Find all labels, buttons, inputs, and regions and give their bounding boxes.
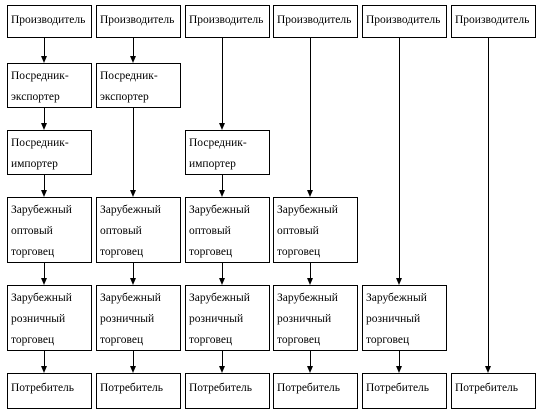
foreign-wholesaler-box: Зарубежный оптовый торговец (185, 197, 270, 263)
arrow-head-icon (41, 123, 47, 130)
flow-arrow-line (310, 263, 311, 278)
consumer-box: Потребитель (273, 373, 358, 409)
arrow-head-icon (307, 366, 313, 373)
flow-arrow-line (222, 263, 223, 278)
foreign-retailer-box: Зарубежный розничный торговец (185, 285, 270, 351)
producer-box: Производитель (96, 5, 181, 38)
intermediary-importer-box: Посредник- импортер (185, 130, 270, 175)
flow-arrow-line (488, 38, 489, 366)
flow-arrow-line (133, 108, 134, 190)
flow-arrow-line (133, 351, 134, 366)
foreign-retailer-box: Зарубежный розничный торговец (96, 285, 181, 351)
arrow-head-icon (130, 190, 136, 197)
consumer-box: Потребитель (96, 373, 181, 409)
flow-arrow-line (222, 38, 223, 123)
flow-arrow-line (222, 175, 223, 190)
arrow-head-icon (130, 366, 136, 373)
flow-arrow-line (310, 38, 311, 190)
arrow-head-icon (130, 278, 136, 285)
arrow-head-icon (396, 366, 402, 373)
arrow-head-icon (219, 366, 225, 373)
flow-arrow-line (399, 38, 400, 278)
flow-arrow-line (44, 175, 45, 190)
producer-box: Производитель (273, 5, 358, 38)
flow-arrow-line (44, 351, 45, 366)
arrow-head-icon (219, 190, 225, 197)
arrow-head-icon (396, 278, 402, 285)
flow-arrow-line (222, 351, 223, 366)
foreign-retailer-box: Зарубежный розничный торговец (7, 285, 92, 351)
flow-arrow-line (399, 351, 400, 366)
foreign-wholesaler-box: Зарубежный оптовый торговец (7, 197, 92, 263)
consumer-box: Потребитель (185, 373, 270, 409)
intermediary-exporter-box: Посредник- экспортер (7, 63, 92, 108)
intermediary-exporter-box: Посредник- экспортер (96, 63, 181, 108)
arrow-head-icon (307, 278, 313, 285)
foreign-wholesaler-box: Зарубежный оптовый торговец (273, 197, 358, 263)
arrow-head-icon (219, 278, 225, 285)
foreign-retailer-box: Зарубежный розничный торговец (362, 285, 447, 351)
producer-box: Производитель (451, 5, 536, 38)
intermediary-importer-box: Посредник- импортер (7, 130, 92, 175)
producer-box: Производитель (185, 5, 270, 38)
arrow-head-icon (219, 123, 225, 130)
arrow-head-icon (485, 366, 491, 373)
flow-arrow-line (133, 38, 134, 56)
flow-arrow-line (310, 351, 311, 366)
arrow-head-icon (41, 366, 47, 373)
flow-arrow-line (133, 263, 134, 278)
flow-arrow-line (44, 38, 45, 56)
producer-box: Производитель (362, 5, 447, 38)
producer-box: Производитель (7, 5, 92, 38)
foreign-retailer-box: Зарубежный розничный торговец (273, 285, 358, 351)
arrow-head-icon (41, 190, 47, 197)
flow-arrow-line (44, 263, 45, 278)
arrow-head-icon (41, 56, 47, 63)
foreign-wholesaler-box: Зарубежный оптовый торговец (96, 197, 181, 263)
arrow-head-icon (307, 190, 313, 197)
arrow-head-icon (130, 56, 136, 63)
consumer-box: Потребитель (7, 373, 92, 409)
consumer-box: Потребитель (451, 373, 536, 409)
flow-arrow-line (44, 108, 45, 123)
arrow-head-icon (41, 278, 47, 285)
consumer-box: Потребитель (362, 373, 447, 409)
